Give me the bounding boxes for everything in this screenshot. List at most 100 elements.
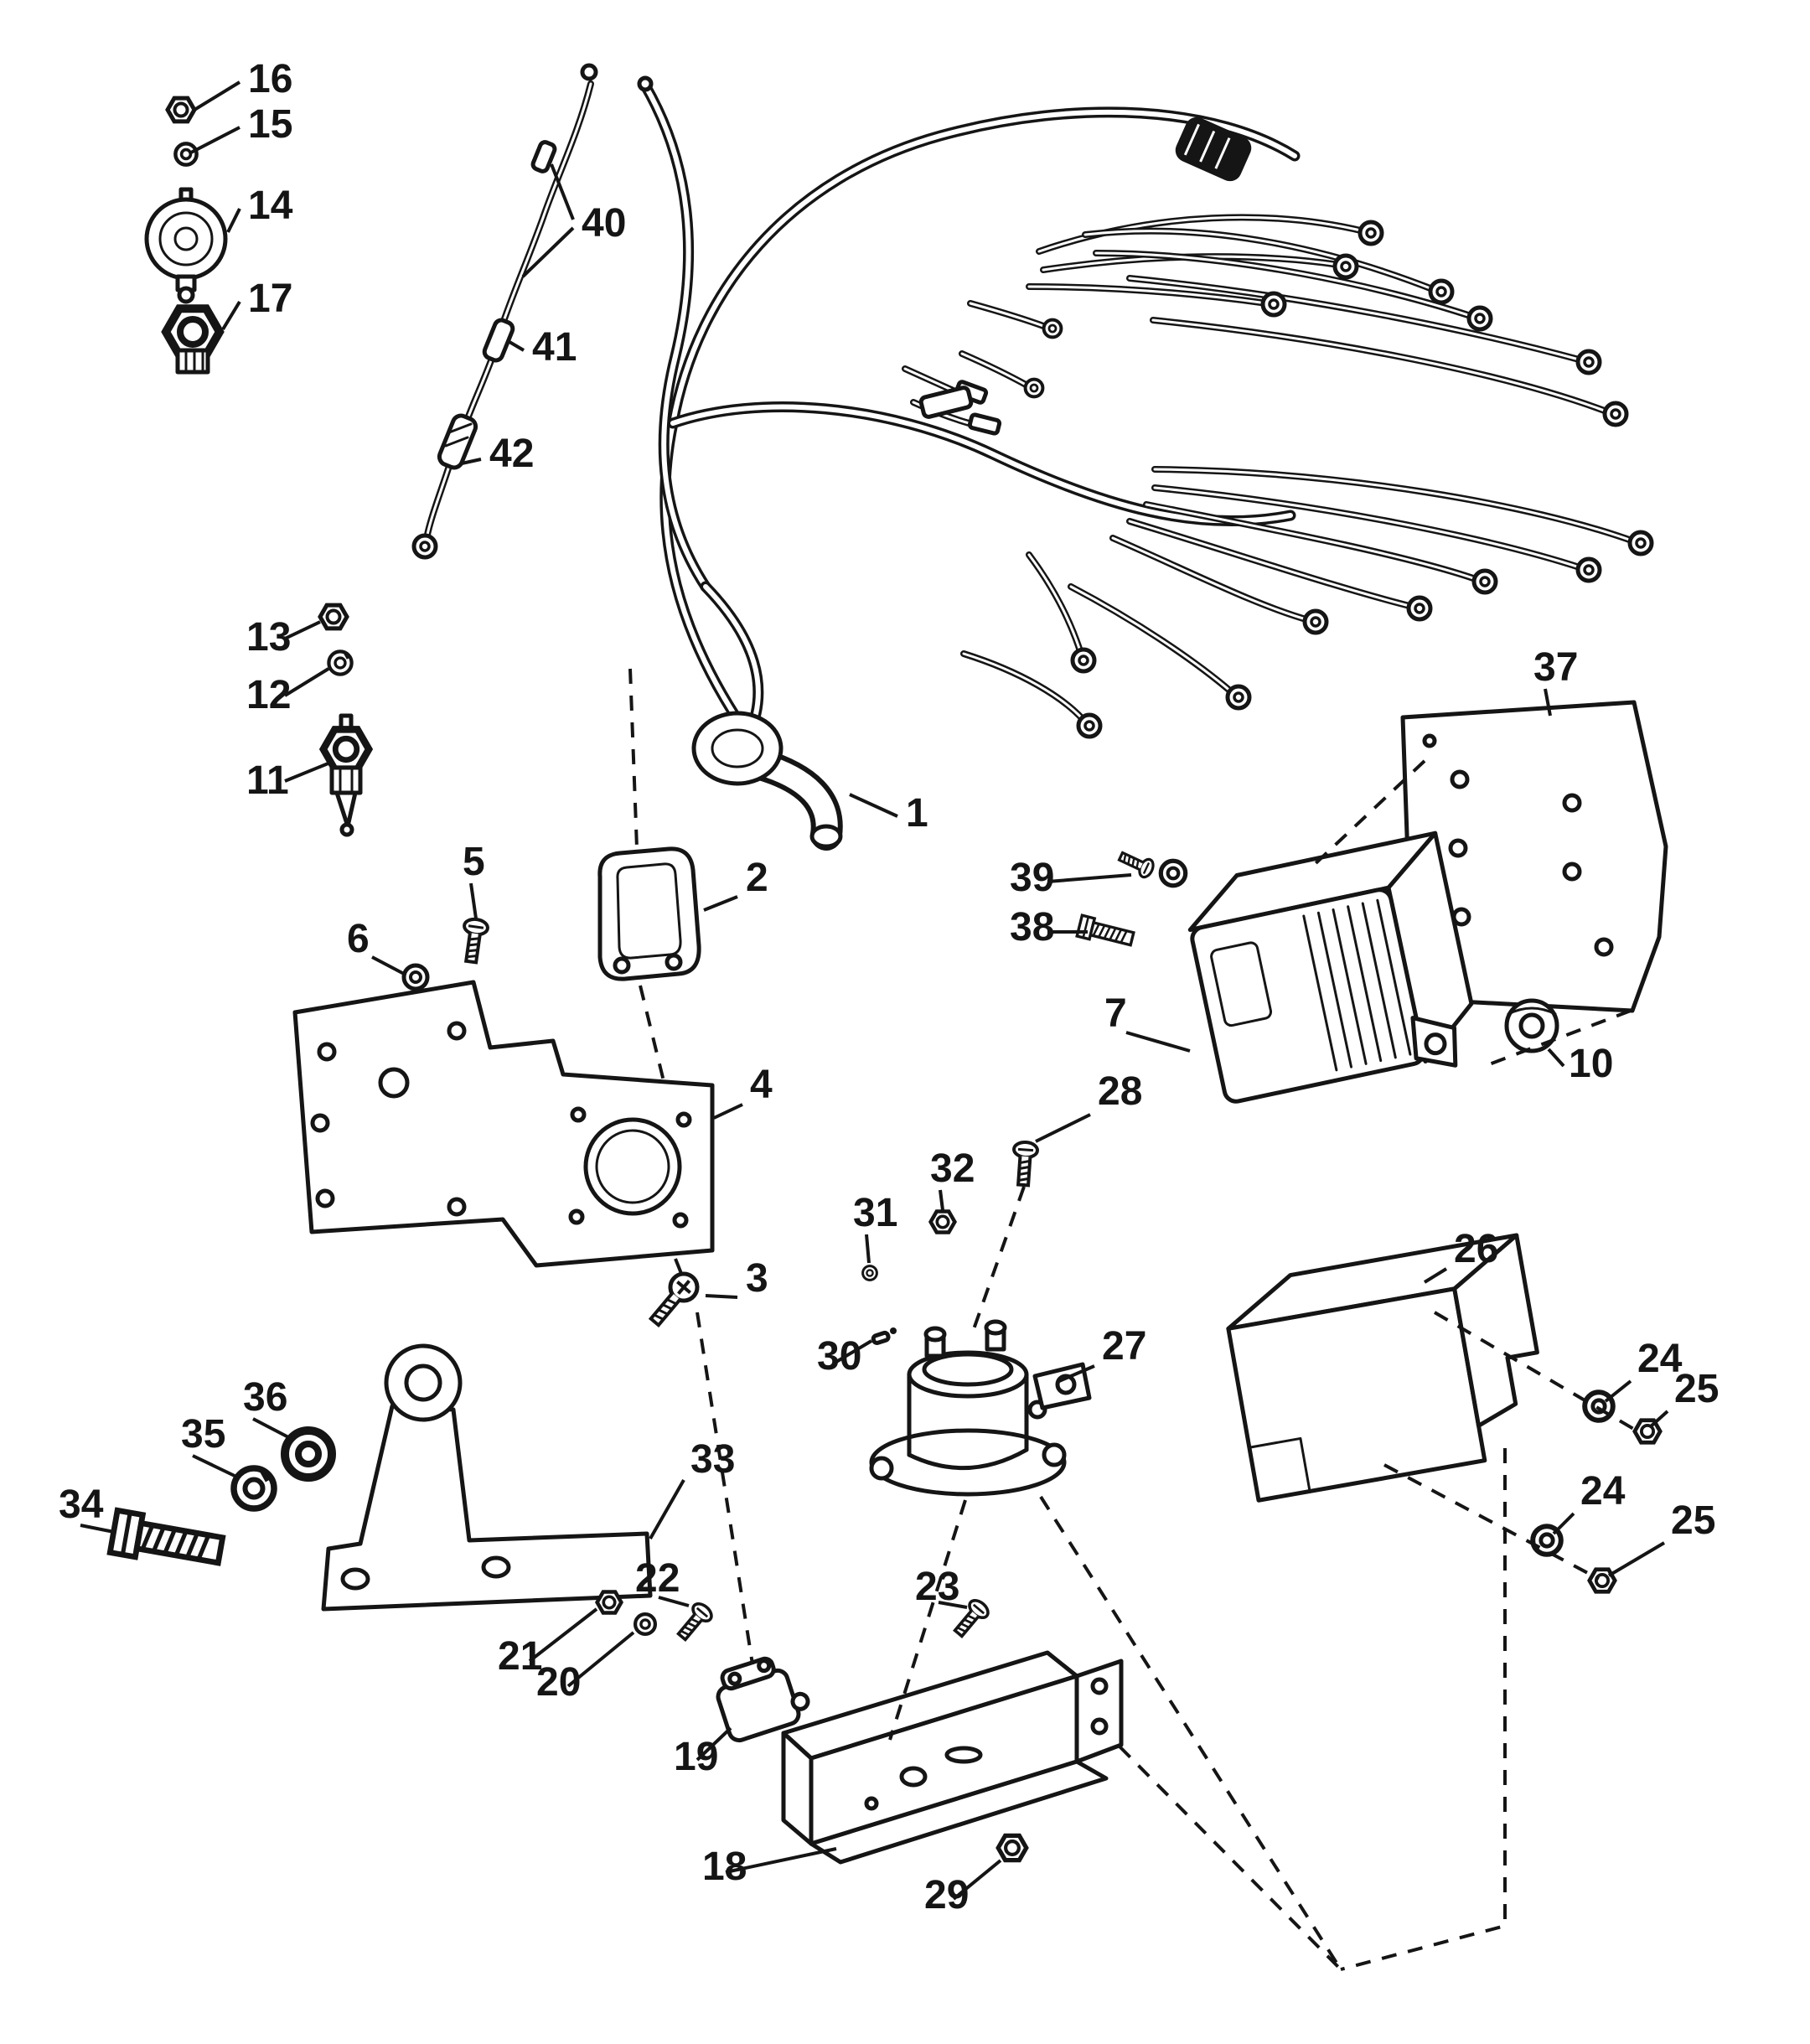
callout-leader-24 [1604,1379,1632,1403]
callout-34: 34 [59,1483,104,1527]
callout-leader-40 [550,163,575,220]
bracket-33 [321,1343,653,1612]
callout-leader-41 [508,340,525,352]
callout-leader-34 [80,1524,115,1534]
callout-leader-25 [1649,1410,1669,1428]
starter-solenoid-27 [869,1319,1092,1497]
temp-sender-11 [323,713,369,837]
inline-connector-40 [530,140,557,173]
washer-12 [328,651,351,674]
callout-15: 15 [248,102,292,147]
callout-10: 10 [1569,1042,1613,1086]
fitting-17 [166,308,220,375]
nut-13 [320,605,347,629]
callout-32: 32 [930,1146,975,1191]
washer-15 [175,143,196,164]
callout-leader-10 [1547,1048,1565,1068]
solenoid-stud [984,1319,1007,1352]
callout-leader-23 [938,1601,968,1609]
callout-leader-11 [284,761,331,783]
callout-37: 37 [1533,645,1578,690]
regulator-label-area [1210,941,1273,1027]
callout-12: 12 [246,673,291,717]
nut-16 [168,98,194,122]
callout-36: 36 [243,1375,287,1420]
screw-3 [644,1268,703,1330]
grommet-10 [1504,998,1559,1053]
callout-leader-36 [252,1417,294,1441]
callout-20: 20 [536,1660,581,1705]
callout-leader-5 [469,882,478,919]
callout-38: 38 [1010,905,1054,950]
callout-18: 18 [702,1845,747,1889]
screw-28 [1010,1140,1040,1188]
callout-7: 7 [1104,991,1127,1036]
callout-6: 6 [347,917,370,961]
bolt-34 [110,1510,224,1571]
callout-4: 4 [750,1063,773,1107]
callout-42: 42 [489,432,534,476]
callout-31: 31 [853,1191,897,1235]
nut-29 [998,1835,1027,1860]
clamp-2 [597,846,701,981]
main-connector [691,711,843,851]
callout-5: 5 [463,840,485,884]
callout-leader-22 [658,1596,690,1607]
oil-pressure-sender-stack [144,98,228,375]
callout-3: 3 [746,1256,768,1301]
callout-41: 41 [532,325,577,370]
callout-11: 11 [246,758,289,803]
inline-connector [918,386,974,419]
clip-30 [871,1327,897,1345]
callout-leader-20 [566,1631,635,1688]
callout-leader-30 [835,1339,873,1364]
mounting-bracket-18 [781,1650,1124,1865]
callout-13: 13 [246,615,291,660]
cable-eyelet-top [580,63,598,81]
callout-25: 25 [1671,1498,1715,1543]
callout-leader-28 [1035,1113,1091,1143]
callout-leader-4 [713,1103,743,1120]
callout-leader-1 [849,793,898,818]
callout-24: 24 [1637,1337,1683,1381]
bracket-plate-4 [292,980,715,1268]
callout-leader-7 [1125,1031,1191,1053]
callout-39: 39 [1010,856,1054,900]
callout-14: 14 [248,184,293,228]
nut-32 [931,1211,955,1232]
callout-leader-15 [189,126,240,155]
washer-31 [861,1265,878,1281]
callout-26: 26 [1454,1227,1498,1271]
callout-27: 27 [1102,1324,1146,1369]
callout-leader-31 [865,1234,871,1264]
nut-21 [597,1591,622,1612]
callout-1: 1 [906,791,928,836]
callout-29: 29 [924,1873,969,1917]
callout-21: 21 [498,1634,542,1679]
callout-23: 23 [915,1565,959,1609]
callout-17: 17 [248,277,292,321]
screw-39 [1161,861,1185,885]
mounting-plate-37 [1400,700,1668,1013]
callout-leader-19 [696,1726,732,1762]
harness-lead-end [637,75,654,92]
callout-19: 19 [674,1735,718,1779]
voltage-regulator-7 [1187,831,1474,1104]
callout-leader-35 [192,1454,237,1478]
callout-leader-3 [705,1294,738,1299]
callout-leader-21 [528,1607,598,1663]
callout-leader-17 [221,300,241,331]
callout-leader-13 [284,620,321,640]
callout-leader-29 [952,1859,1002,1901]
wiring-harness [637,75,1652,851]
callout-leader-25 [1607,1541,1666,1577]
callout-leader-39 [1047,873,1132,883]
callout-24: 24 [1580,1469,1626,1514]
washer-6 [404,965,427,989]
gasket-opening [583,1117,682,1216]
sender-14 [144,197,228,281]
connector-41 [482,318,515,363]
callout-leader-18 [725,1847,837,1874]
callout-leader-33 [649,1479,685,1539]
callout-leader-2 [703,895,738,912]
